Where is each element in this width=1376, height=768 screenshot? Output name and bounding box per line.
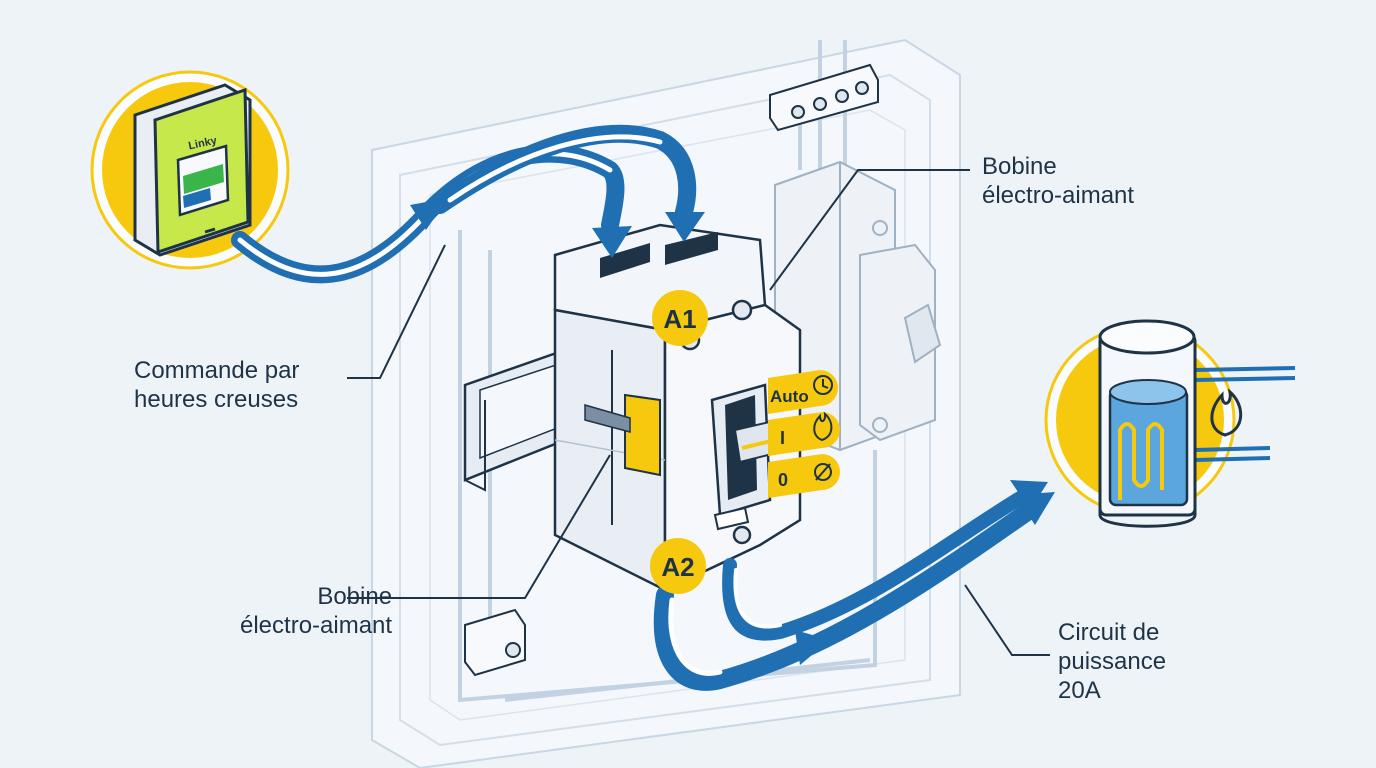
- svg-text:Auto: Auto: [770, 387, 809, 406]
- mode-auto: Auto: [768, 370, 838, 414]
- terminal-screw-icon: [731, 299, 753, 321]
- label-coil-top: Bobine électro-aimant: [982, 153, 1135, 209]
- svg-text:I: I: [780, 428, 785, 448]
- mode-off: 0: [768, 454, 840, 498]
- control-flow-arrows: [231, 124, 705, 284]
- svg-text:A1: A1: [663, 304, 696, 334]
- contactor: [553, 223, 802, 593]
- screw-icon: [791, 105, 805, 119]
- screw-icon: [855, 81, 869, 95]
- heater-flame-icon: [1210, 388, 1243, 437]
- label-coil-bottom: Bobine électro-aimant: [240, 583, 393, 639]
- svg-text:0: 0: [778, 470, 788, 490]
- mode-on: I: [768, 411, 840, 456]
- arrow-head-icon: [592, 226, 632, 258]
- screw-icon: [505, 642, 521, 658]
- clock-icon: [813, 375, 833, 395]
- svg-text:A2: A2: [661, 552, 694, 582]
- bottom-terminal-block: [464, 608, 526, 677]
- terminal-screw-icon: [732, 525, 752, 545]
- leader-coil-top: [769, 169, 970, 291]
- leader-power: [964, 584, 1050, 656]
- linky-meter: Linky: [90, 70, 290, 270]
- top-terminal-block: [769, 63, 879, 132]
- terminal-a1-badge: A1: [652, 290, 708, 346]
- terminal-a2-badge: A2: [650, 538, 706, 594]
- arrow-head-icon: [795, 630, 830, 665]
- screw-icon: [835, 89, 849, 103]
- off-symbol-icon: [814, 463, 832, 481]
- label-power-circuit: Circuit de puissance 20A: [1058, 619, 1167, 704]
- water-heater: [1044, 319, 1296, 528]
- label-command: Commande par heures creuses: [134, 357, 300, 413]
- flame-icon: [813, 411, 833, 442]
- leader-coil-bottom: [347, 454, 611, 599]
- power-flow-arrows: [653, 480, 1055, 691]
- arrow-head-icon: [410, 198, 448, 230]
- leader-command: [347, 244, 446, 379]
- arrow-head-icon: [665, 212, 705, 242]
- leader-lines: [347, 169, 1050, 656]
- arrow-head-icon: [1010, 480, 1048, 510]
- screw-icon: [813, 97, 827, 111]
